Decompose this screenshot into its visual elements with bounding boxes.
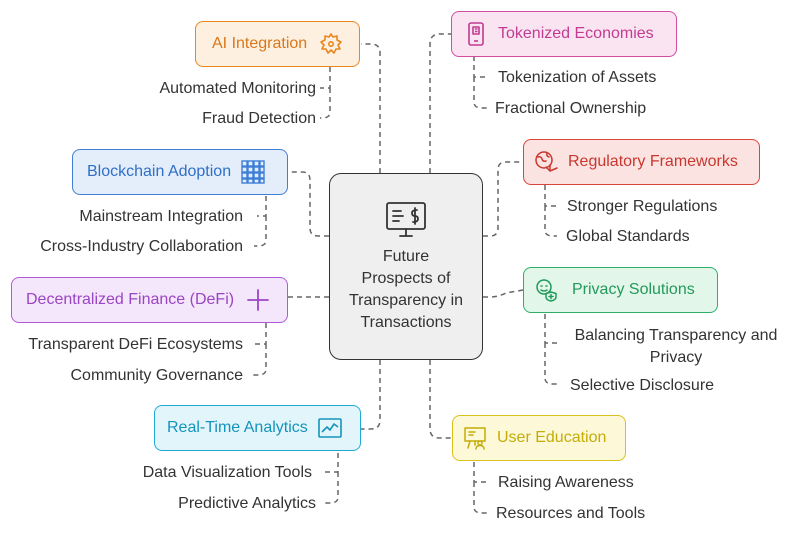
- leaf-ai-1: Automated Monitoring: [159, 80, 316, 97]
- blocks-grid-icon: [241, 160, 265, 184]
- leaf-defi-1: Transparent DeFi Ecosystems: [28, 336, 243, 353]
- leaf-token-2: Fractional Ownership: [495, 100, 647, 117]
- leaf-blockchain-2: Cross-Industry Collaboration: [40, 238, 243, 255]
- leaf-blockchain-1: Mainstream Integration: [79, 208, 243, 225]
- brain-chip-icon: [319, 32, 343, 56]
- plus-icon: [246, 288, 270, 312]
- leaf-analytics-1: Data Visualization Tools: [142, 464, 312, 481]
- leaf-reg-2: Global Standards: [566, 228, 690, 245]
- leaf-privacy-1: Balancing Transparency and Privacy: [574, 327, 778, 366]
- branch-label: Tokenized Economies: [498, 25, 654, 42]
- branch-ai-integration: AI Integration: [195, 21, 360, 67]
- branch-label: Regulatory Frameworks: [568, 153, 738, 170]
- leaf-privacy-2: Selective Disclosure: [570, 377, 715, 394]
- center-node: Future Prospects of Transparency in Tran…: [329, 173, 483, 360]
- branch-regulatory-frameworks: Regulatory Frameworks: [523, 139, 760, 185]
- leaf-edu-1: Raising Awareness: [498, 474, 634, 491]
- branch-label: User Education: [497, 429, 607, 446]
- user-shield-icon: [534, 278, 558, 302]
- leaf-defi-2: Community Governance: [70, 367, 243, 384]
- branch-privacy-solutions: Privacy Solutions: [523, 267, 718, 313]
- branch-real-time-analytics: Real-Time Analytics: [154, 405, 361, 451]
- leaf-token-1: Tokenization of Assets: [498, 69, 657, 86]
- leaf-analytics-2: Predictive Analytics: [178, 495, 316, 512]
- monitor-dollar-icon: [384, 200, 428, 240]
- mobile-token-icon: [464, 22, 488, 46]
- branch-label: AI Integration: [212, 35, 308, 52]
- branch-label: Blockchain Adoption: [87, 163, 232, 180]
- branch-blockchain-adoption: Blockchain Adoption: [72, 149, 288, 195]
- globe-rules-icon: [534, 150, 558, 174]
- leaf-ai-2: Fraud Detection: [202, 110, 316, 127]
- center-title: Future Prospects of Transparency in Tran…: [348, 247, 464, 331]
- chart-line-icon: [317, 416, 342, 440]
- branch-decentralized-finance: Decentralized Finance (DeFi): [11, 277, 288, 323]
- teaching-board-icon: [463, 426, 487, 450]
- branch-label: Privacy Solutions: [572, 281, 695, 298]
- leaf-reg-1: Stronger Regulations: [567, 198, 718, 215]
- branch-label: Real-Time Analytics: [167, 419, 308, 436]
- branch-user-education: User Education: [452, 415, 626, 461]
- branch-label: Decentralized Finance (DeFi): [26, 291, 235, 308]
- branch-tokenized-economies: Tokenized Economies: [451, 11, 677, 57]
- leaf-edu-2: Resources and Tools: [496, 505, 646, 522]
